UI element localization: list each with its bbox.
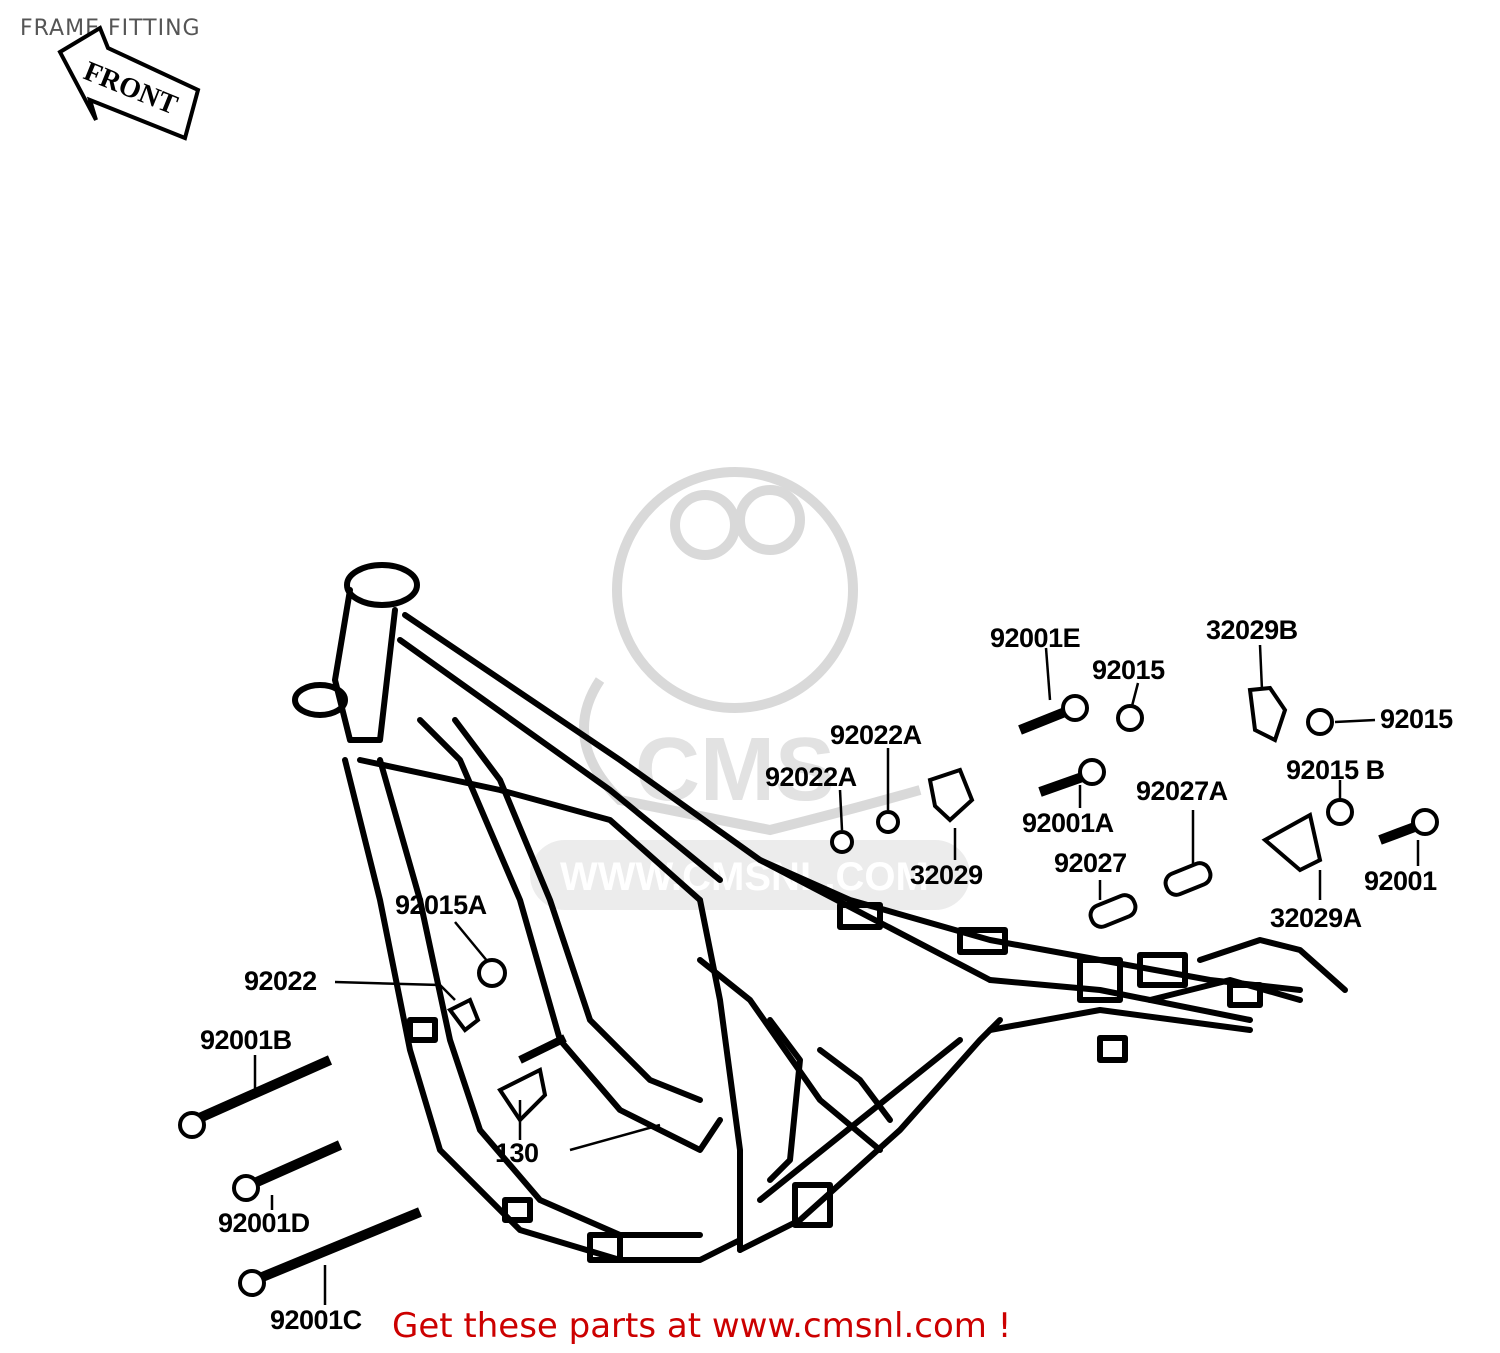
watermark-url: WWW.CMSNL.COM — [560, 855, 929, 899]
callout-92001D: 92001D — [218, 1208, 310, 1238]
callout-92027A: 92027A — [1136, 776, 1228, 806]
callout-92015-right: 92015 — [1380, 704, 1453, 734]
watermark-logo — [530, 467, 970, 910]
page-title: FRAME FITTING — [20, 16, 201, 41]
leader-lines — [253, 644, 1420, 1305]
front-arrow-icon — [57, 25, 201, 141]
callout-32029A: 32029A — [1270, 903, 1362, 933]
callout-92022A-upper: 92022A — [830, 720, 922, 750]
watermark-text: CMS — [635, 720, 835, 820]
callout-92022A-lower: 92022A — [765, 762, 857, 792]
callout-92015-top: 92015 — [1092, 655, 1165, 685]
parts-hardware — [178, 685, 1439, 1297]
callout-92022: 92022 — [244, 966, 317, 996]
callout-92015A: 92015A — [395, 890, 487, 920]
callout-92027: 92027 — [1054, 848, 1127, 878]
callout-32029B: 32029B — [1206, 615, 1298, 645]
callout-92001C: 92001C — [270, 1305, 362, 1335]
get-parts-link[interactable]: Get these parts at www.cmsnl.com ! — [392, 1306, 1012, 1346]
motorcycle-frame — [292, 562, 1348, 1263]
callout-92001A: 92001A — [1022, 808, 1114, 838]
callout-32029: 32029 — [910, 860, 983, 890]
callout-92001B: 92001B — [200, 1025, 292, 1055]
callout-92001E: 92001E — [990, 623, 1081, 653]
callout-92015B: 92015 B — [1286, 755, 1385, 785]
callout-92001: 92001 — [1364, 866, 1437, 896]
callout-130: 130 — [495, 1138, 539, 1168]
